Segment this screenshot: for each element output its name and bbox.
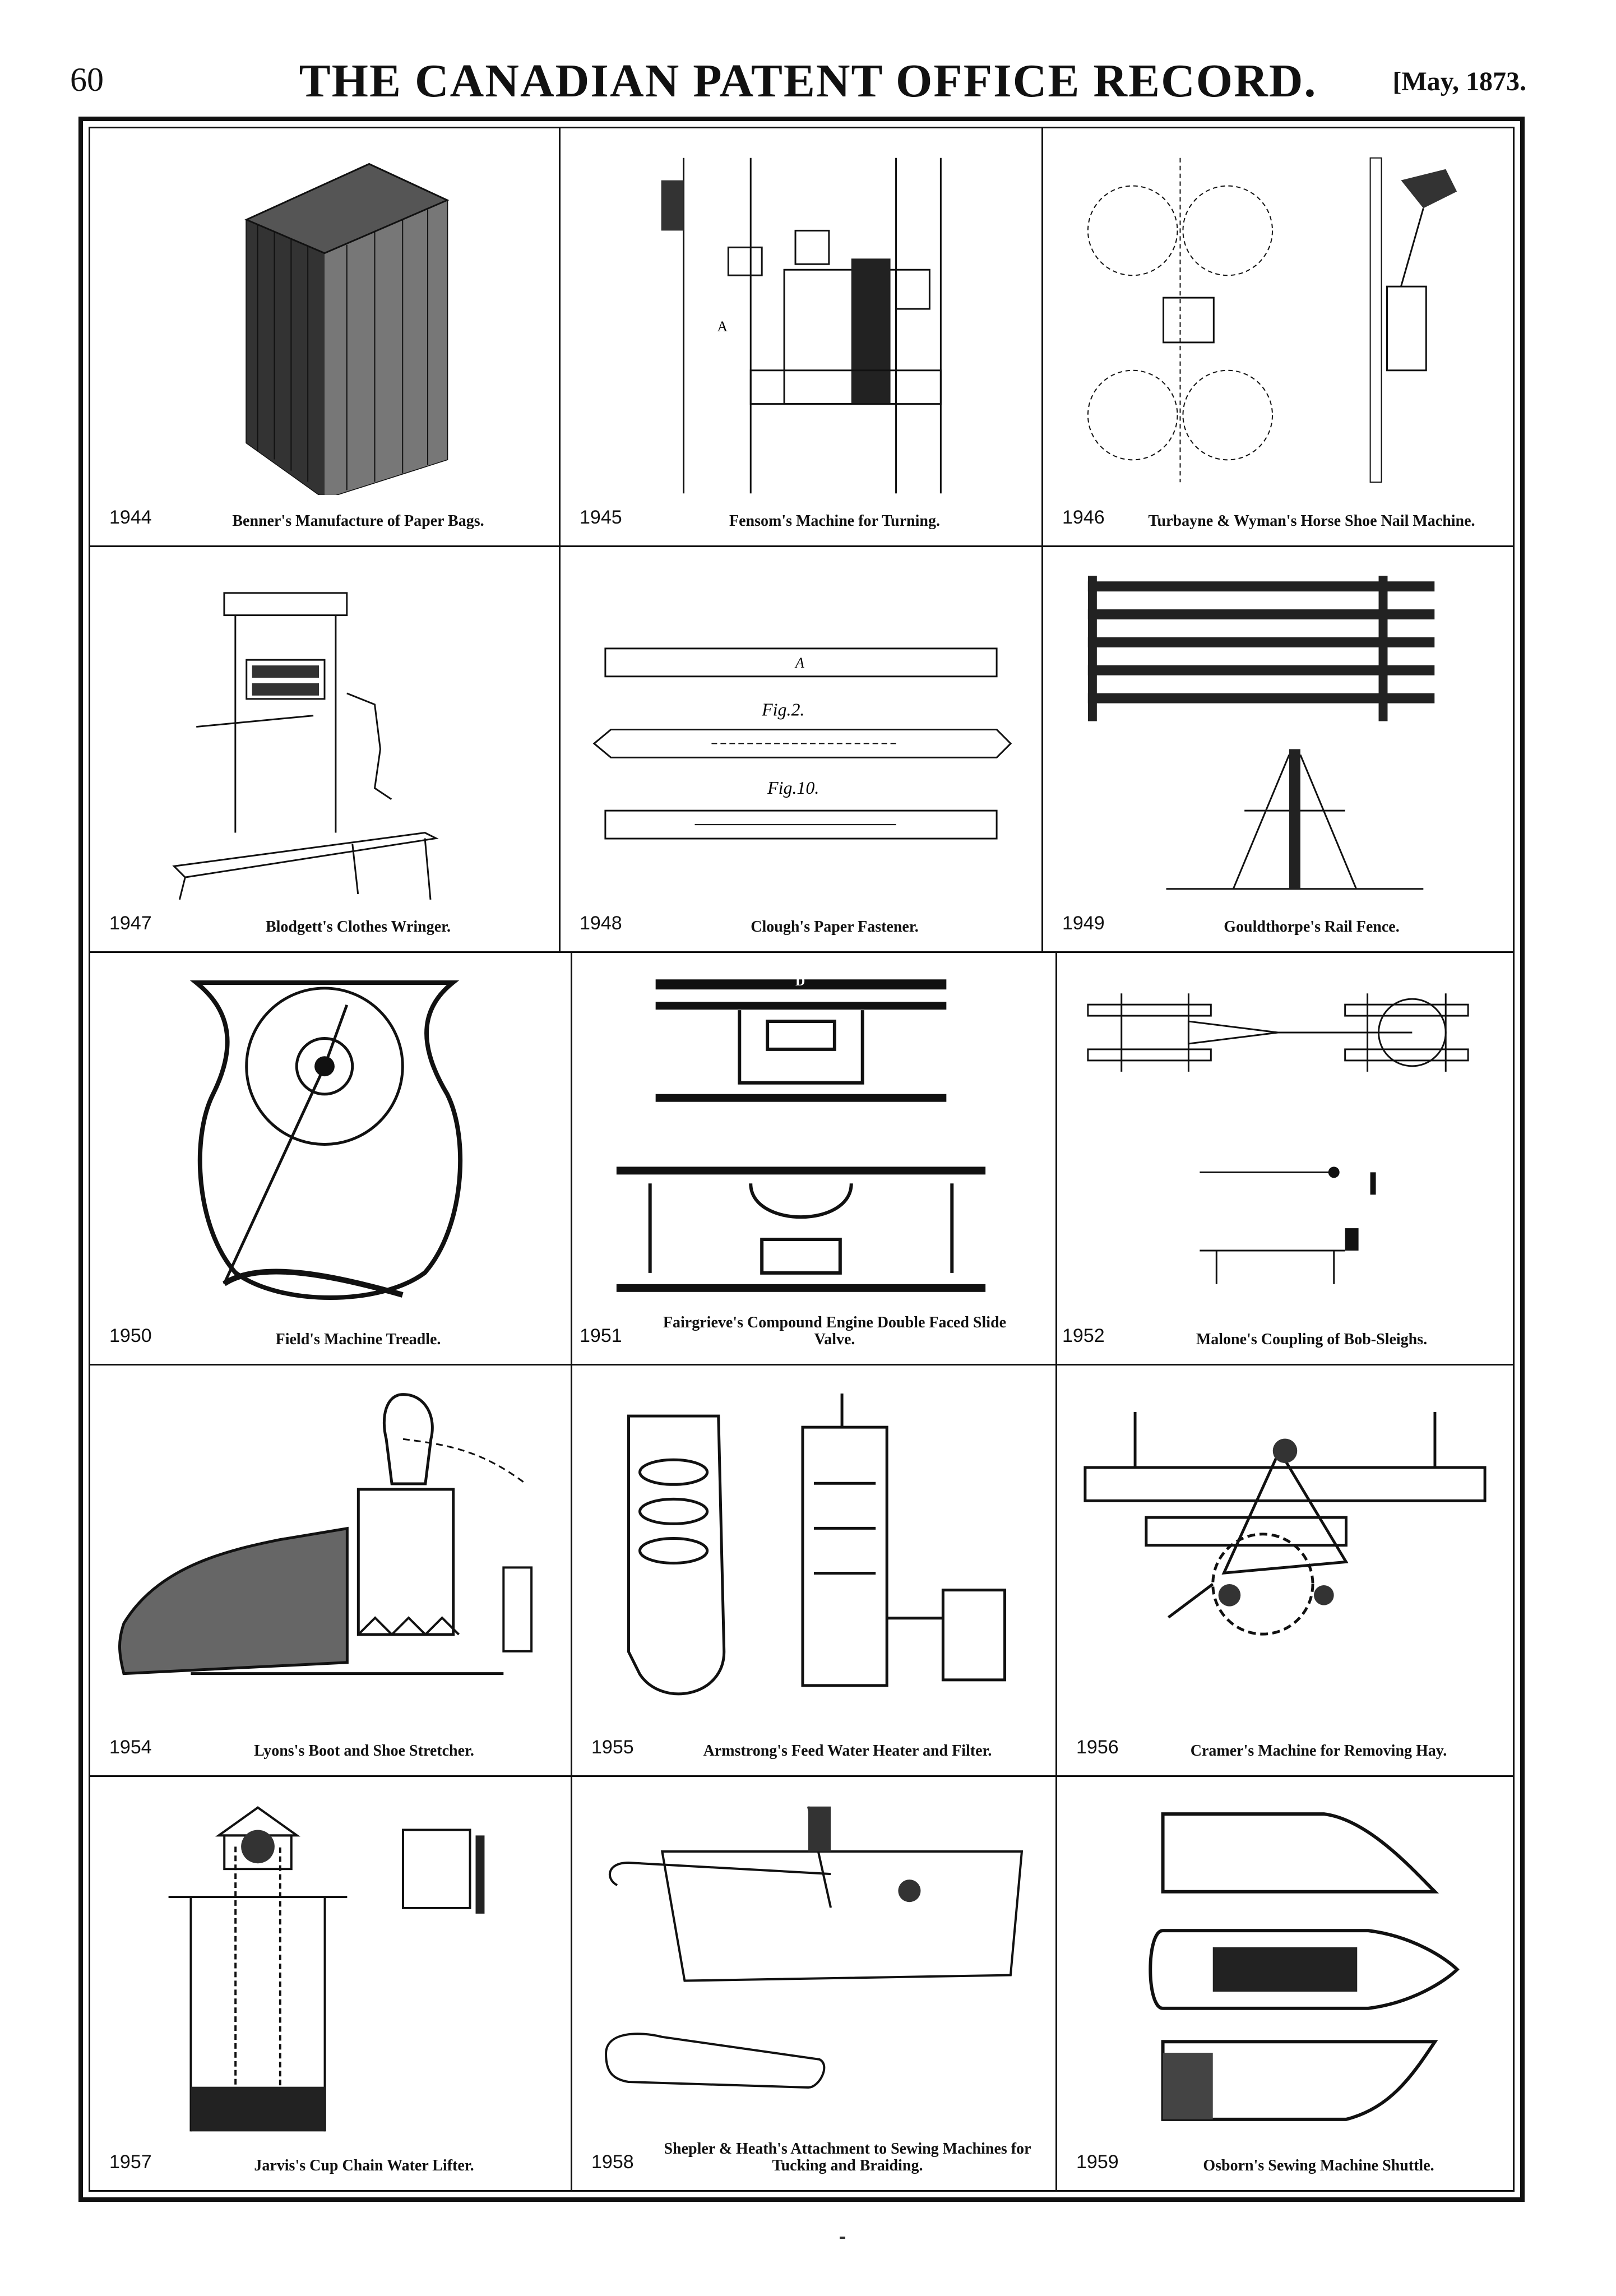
figure-number: 1954 <box>109 1737 152 1758</box>
column-divider <box>1055 951 1057 2190</box>
figure-caption: Cramer's Machine for Removing Hay. <box>1190 1742 1447 1760</box>
figure-cell: 1954 Lyons's Boot and Shoe Stretcher. <box>90 1365 571 1775</box>
figure-number: 1944 <box>109 507 152 528</box>
bob-sleigh-coupling-drawing <box>1066 970 1490 1313</box>
page-number: 60 <box>70 61 104 98</box>
fig2-label: Fig.2. <box>761 700 804 720</box>
figure-number: 1947 <box>109 913 152 934</box>
figure-cell: 1959 Osborn's Sewing Machine Shuttle. <box>1057 1777 1513 2190</box>
svg-text:D: D <box>795 974 805 989</box>
figure-caption: Benner's Manufacture of Paper Bags. <box>232 512 484 530</box>
slide-valve-drawing: D <box>583 970 1019 1313</box>
figure-number: 1956 <box>1076 1737 1119 1758</box>
fig10-label: Fig.10. <box>767 778 819 798</box>
treadle-drawing <box>113 970 536 1313</box>
figure-cell: 1958 Shepler & Heath's Attachment to Sew… <box>572 1777 1055 2190</box>
figure-caption: Fairgrieve's Compound Engine Double Face… <box>663 1314 1007 1348</box>
svg-text:A: A <box>717 318 728 335</box>
journal-title: THE CANADIAN PATENT OFFICE RECORD. <box>299 55 1317 107</box>
row-divider <box>90 545 1513 547</box>
figure-number: 1948 <box>580 913 622 934</box>
figure-cell: 1950 Field's Machine Treadle. <box>90 953 559 1364</box>
figure-number: 1958 <box>591 2151 634 2173</box>
figure-caption: Osborn's Sewing Machine Shuttle. <box>1203 2157 1434 2174</box>
water-heater-drawing <box>595 1382 1033 1725</box>
figure-caption: Lyons's Boot and Shoe Stretcher. <box>254 1742 474 1760</box>
rail-fence-drawing <box>1066 564 1490 901</box>
figure-caption: Clough's Paper Fastener. <box>751 918 919 936</box>
figure-number: 1945 <box>580 507 622 528</box>
column-divider <box>1041 128 1043 951</box>
page-header: 60 THE CANADIAN PATENT OFFICE RECORD. [M… <box>0 0 1616 121</box>
issue-date: [May, 1873. <box>1392 67 1526 96</box>
page-frame-outer <box>78 117 1525 2202</box>
figure-cell: 1957 Jarvis's Cup Chain Water Lifter. <box>90 1777 571 2190</box>
column-divider <box>571 951 572 2190</box>
figure-caption: Field's Machine Treadle. <box>275 1331 441 1348</box>
shoe-stretcher-drawing <box>113 1382 548 1725</box>
figure-cell: 1949 Gouldthorpe's Rail Fence. <box>1043 547 1513 951</box>
figure-caption: Turbayne & Wyman's Horse Shoe Nail Machi… <box>1148 512 1475 530</box>
column-divider <box>559 128 561 951</box>
shuttle-drawing <box>1080 1794 1490 2140</box>
figure-number: 1955 <box>591 1737 634 1758</box>
figure-cell: A Fig.2. Fig.10. 1948 Clough's Paper Fas… <box>561 547 1041 951</box>
figure-cell: D 1951 Fairgrieve's Compound Engine Doub… <box>561 953 1041 1364</box>
hay-machine-drawing <box>1080 1382 1490 1725</box>
figure-cell: 1947 Blodgett's Clothes Wringer. <box>90 547 559 951</box>
figure-number: 1946 <box>1062 507 1105 528</box>
paper-fastener-drawing: A Fig.2. Fig.10. <box>583 564 1019 901</box>
figure-cell: 1944 Benner's Manufacture of Paper Bags. <box>90 128 559 545</box>
figure-cell: 1952 Malone's Coupling of Bob-Sleighs. <box>1043 953 1513 1364</box>
footer-mark <box>840 2237 845 2239</box>
figure-caption: Gouldthorpe's Rail Fence. <box>1224 918 1400 936</box>
figure-cell: A 1945 Fensom's Machine for Turning. <box>561 128 1041 545</box>
row-divider <box>90 951 1513 953</box>
figure-caption: Fensom's Machine for Turning. <box>729 512 940 530</box>
figure-number: 1959 <box>1076 2151 1119 2173</box>
paper-bag-drawing <box>113 145 536 495</box>
figure-cell: 1946 Turbayne & Wyman's Horse Shoe Nail … <box>1043 128 1513 545</box>
figure-caption: Malone's Coupling of Bob-Sleighs. <box>1196 1331 1428 1348</box>
water-lifter-drawing <box>113 1794 548 2140</box>
fastener-label-a: A <box>794 655 804 671</box>
row-divider <box>90 1364 1513 1365</box>
figure-caption: Blodgett's Clothes Wringer. <box>265 918 451 936</box>
figure-caption: Shepler & Heath's Attachment to Sewing M… <box>664 2140 1031 2174</box>
figure-grid: 1944 Benner's Manufacture of Paper Bags.… <box>90 128 1513 2190</box>
row-divider <box>90 1775 1513 1777</box>
figure-number: 1952 <box>1062 1325 1105 1346</box>
sewing-attachment-drawing <box>595 1794 1033 2140</box>
figure-number: 1951 <box>580 1325 622 1346</box>
figure-cell: 1956 Cramer's Machine for Removing Hay. <box>1057 1365 1513 1775</box>
figure-number: 1950 <box>109 1325 152 1346</box>
figure-number: 1957 <box>109 2151 152 2173</box>
figure-cell: 1955 Armstrong's Feed Water Heater and F… <box>572 1365 1055 1775</box>
figure-caption: Armstrong's Feed Water Heater and Filter… <box>703 1742 992 1760</box>
clothes-wringer-drawing <box>113 564 536 901</box>
turning-machine-drawing: A <box>583 145 1019 495</box>
figure-caption: Jarvis's Cup Chain Water Lifter. <box>254 2157 474 2174</box>
figure-number: 1949 <box>1062 913 1105 934</box>
page-frame-inner <box>89 127 1515 2192</box>
nail-machine-drawing <box>1066 145 1490 495</box>
